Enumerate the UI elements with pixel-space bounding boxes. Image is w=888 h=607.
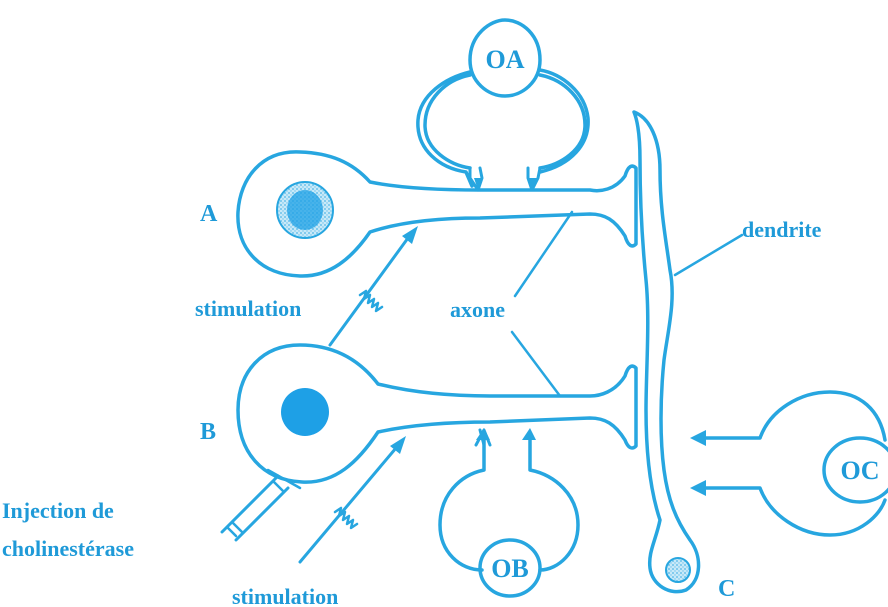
label-stimulation-b: stimulation [232, 584, 338, 607]
dendrite-pointer-line [675, 235, 742, 275]
stimulation-b-arrow [300, 436, 406, 562]
neuron-b [238, 345, 636, 482]
label-organ-oa: OA [486, 45, 525, 74]
label-axone: axone [450, 297, 505, 322]
label-neuron-c: C [718, 576, 735, 602]
label-organ-ob: OB [491, 554, 529, 583]
label-injection-line2: cholinestérase [2, 536, 134, 561]
neuron-a [238, 152, 636, 276]
label-organ-oc: OC [841, 456, 880, 485]
label-neuron-b: B [200, 419, 216, 445]
label-stimulation-a: stimulation [195, 296, 301, 321]
label-injection-line1: Injection de [2, 498, 114, 523]
stimulation-a-arrow [330, 226, 418, 345]
label-neuron-a: A [200, 201, 218, 227]
label-dendrite: dendrite [742, 217, 822, 242]
axone-pointer-lines [512, 212, 572, 396]
neuron-c [634, 112, 699, 592]
syringe-icon [222, 470, 300, 540]
